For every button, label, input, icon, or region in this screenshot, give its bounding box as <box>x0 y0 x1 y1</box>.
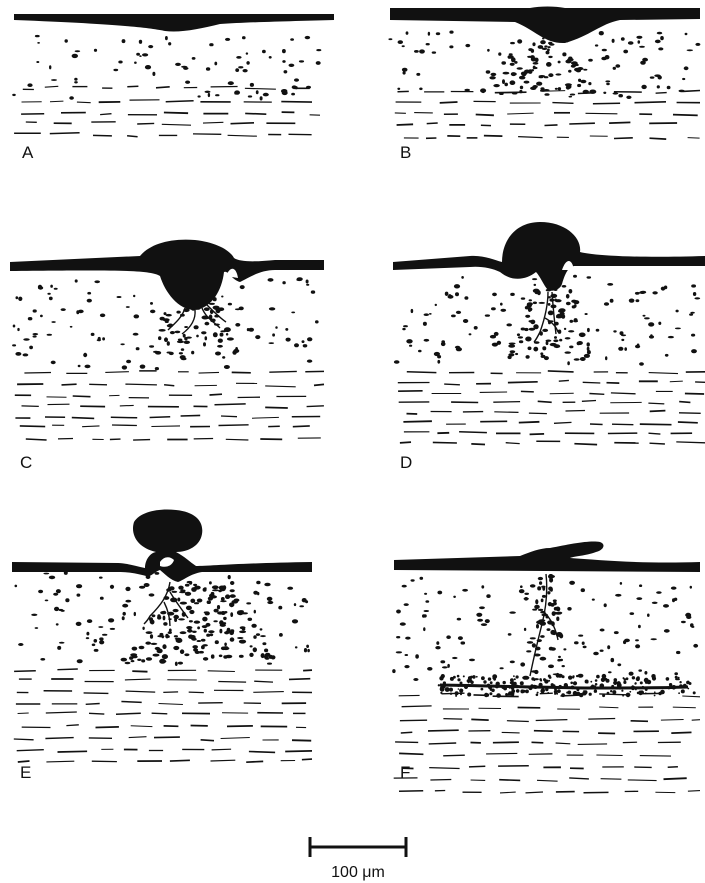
panel-a-dashes <box>14 86 320 137</box>
panel-c: C <box>10 240 324 472</box>
panel-a-label: A <box>22 143 34 162</box>
panel-e-dashes <box>14 669 312 762</box>
panel-b: B <box>388 7 700 163</box>
panel-b-label: B <box>400 143 411 162</box>
panel-e: E <box>12 510 312 783</box>
scale-bar-label: 100 μm <box>331 864 385 881</box>
panel-c-label: C <box>20 453 32 472</box>
panel-c-dashes <box>15 371 324 440</box>
panel-f-dashes <box>394 693 700 793</box>
panel-d-cluster <box>508 285 591 361</box>
panel-a-dots <box>12 35 321 101</box>
panel-b-dashes <box>395 91 700 140</box>
panel-d-label: D <box>400 453 412 472</box>
panel-f: F <box>392 541 700 792</box>
panel-f-label: F <box>400 763 410 782</box>
panel-b-epithelium <box>390 7 700 44</box>
panel-d-epithelium <box>393 222 705 291</box>
scale-bar <box>310 837 406 857</box>
panel-a: A <box>12 14 334 162</box>
panel-f-cluster <box>522 574 563 684</box>
panel-e-label: E <box>20 763 31 782</box>
panel-d: D <box>393 222 705 472</box>
panel-c-dots <box>12 277 319 370</box>
panel-e-epithelium <box>12 510 312 583</box>
panel-f-epithelium <box>394 541 700 572</box>
panel-d-dashes <box>398 371 705 445</box>
panel-c-epithelium <box>10 240 324 310</box>
panel-a-epithelium <box>14 14 334 32</box>
panel-f-dots <box>392 577 698 681</box>
